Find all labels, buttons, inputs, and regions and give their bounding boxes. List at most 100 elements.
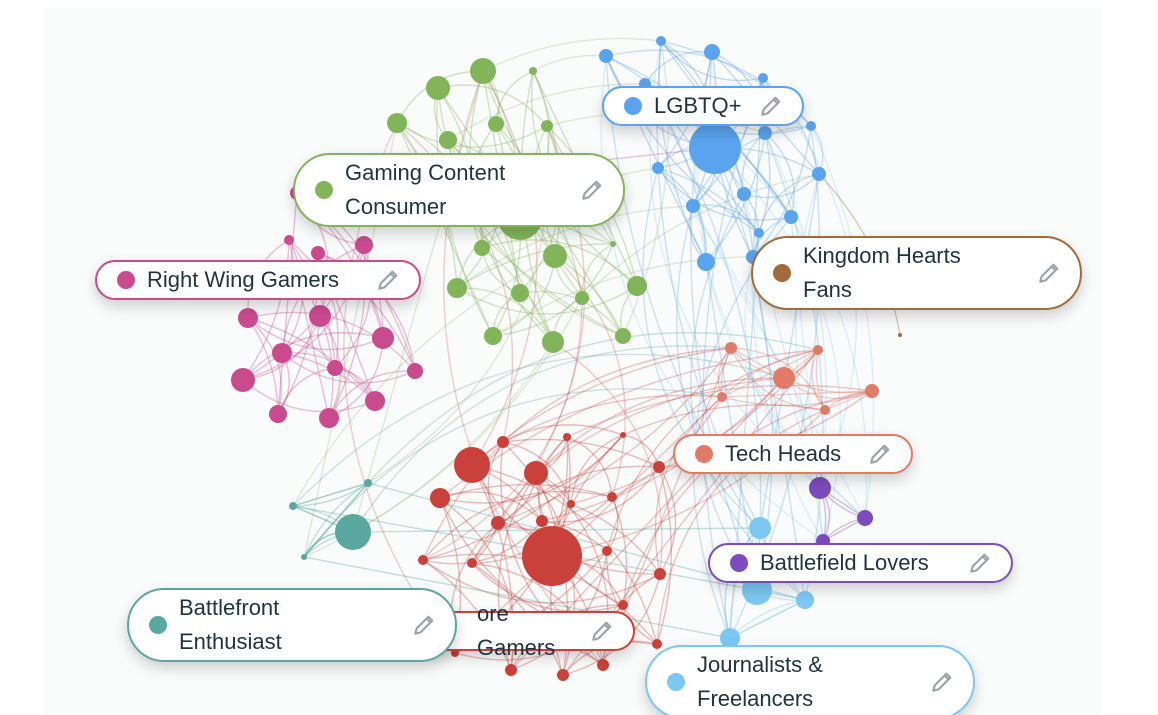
segment-pill-battlefield-lovers[interactable]: Battlefield Lovers <box>708 543 1013 583</box>
pencil-icon[interactable] <box>589 618 615 644</box>
graph-node-lgbtq[interactable] <box>784 210 798 224</box>
graph-node-lgbtq[interactable] <box>806 121 816 131</box>
graph-node-gamers[interactable] <box>536 515 548 527</box>
graph-node-gamers[interactable] <box>654 568 666 580</box>
network-graph-canvas[interactable]: ore Gamers LGBTQ+ Gaming Content Consume… <box>45 8 1100 715</box>
graph-node-battlefront[interactable] <box>289 502 297 510</box>
graph-node-right-wing[interactable] <box>372 327 394 349</box>
graph-node-gaming-content[interactable] <box>575 291 589 305</box>
graph-node-gaming-content[interactable] <box>474 240 490 256</box>
graph-node-right-wing[interactable] <box>407 363 423 379</box>
graph-node-battlefield[interactable] <box>857 510 873 526</box>
graph-node-gaming-content[interactable] <box>541 120 553 132</box>
graph-node-lgbtq[interactable] <box>689 122 741 174</box>
graph-node-right-wing[interactable] <box>355 236 373 254</box>
graph-node-lgbtq[interactable] <box>656 36 666 46</box>
graph-node-tech-heads[interactable] <box>717 392 727 402</box>
graph-node-gamers[interactable] <box>652 639 662 649</box>
graph-node-gamers[interactable] <box>620 432 626 438</box>
graph-node-gamers[interactable] <box>505 664 517 676</box>
graph-node-lgbtq[interactable] <box>754 228 764 238</box>
graph-node-lgbtq[interactable] <box>812 167 826 181</box>
pencil-icon[interactable] <box>375 267 401 293</box>
pencil-icon[interactable] <box>758 93 784 119</box>
graph-node-tech-heads[interactable] <box>820 405 830 415</box>
graph-node-gaming-content[interactable] <box>387 113 407 133</box>
pencil-icon[interactable] <box>1036 260 1062 286</box>
graph-node-gaming-content[interactable] <box>543 244 567 268</box>
pencil-icon[interactable] <box>411 612 437 638</box>
graph-node-gamers[interactable] <box>563 433 571 441</box>
graph-node-gaming-content[interactable] <box>529 67 537 75</box>
pencil-icon[interactable] <box>967 550 993 576</box>
graph-node-gaming-content[interactable] <box>470 58 496 84</box>
graph-node-tech-heads[interactable] <box>725 342 737 354</box>
graph-node-gaming-content[interactable] <box>439 131 457 149</box>
graph-node-tech-heads[interactable] <box>865 384 879 398</box>
graph-node-journalists[interactable] <box>796 591 814 609</box>
graph-node-gamers[interactable] <box>618 600 628 610</box>
graph-node-lgbtq[interactable] <box>686 199 700 213</box>
graph-node-gamers[interactable] <box>497 436 509 448</box>
graph-node-kingdom-hearts[interactable] <box>898 333 902 337</box>
graph-node-lgbtq[interactable] <box>737 187 751 201</box>
graph-node-gamers[interactable] <box>491 516 505 530</box>
graph-node-gamers[interactable] <box>451 649 459 657</box>
pencil-icon[interactable] <box>579 177 605 203</box>
graph-node-right-wing[interactable] <box>319 408 339 428</box>
graph-node-gaming-content[interactable] <box>511 284 529 302</box>
segment-pill-tech-heads[interactable]: Tech Heads <box>673 434 913 474</box>
graph-node-journalists[interactable] <box>720 628 740 648</box>
pencil-icon[interactable] <box>867 441 893 467</box>
graph-node-gamers[interactable] <box>524 461 548 485</box>
graph-node-gamers[interactable] <box>454 447 490 483</box>
graph-node-gaming-content[interactable] <box>615 328 631 344</box>
graph-node-lgbtq[interactable] <box>758 73 768 83</box>
graph-node-gamers[interactable] <box>567 500 575 508</box>
graph-node-gaming-content[interactable] <box>484 327 502 345</box>
graph-node-tech-heads[interactable] <box>813 345 823 355</box>
graph-node-right-wing[interactable] <box>365 391 385 411</box>
graph-node-gaming-content[interactable] <box>542 331 564 353</box>
graph-node-right-wing[interactable] <box>309 305 331 327</box>
graph-node-right-wing[interactable] <box>327 360 343 376</box>
graph-node-battlefront[interactable] <box>335 514 371 550</box>
segment-pill-right-wing-gamers[interactable]: Right Wing Gamers <box>95 260 421 300</box>
graph-node-gamers[interactable] <box>467 558 477 568</box>
graph-node-gamers[interactable] <box>418 555 428 565</box>
segment-pill-gaming-content-consumer[interactable]: Gaming Content Consumer <box>293 153 625 227</box>
segment-pill-kingdom-hearts-fans[interactable]: Kingdom Hearts Fans <box>751 236 1082 310</box>
graph-node-gaming-content[interactable] <box>426 76 450 100</box>
graph-node-right-wing[interactable] <box>272 343 292 363</box>
graph-node-gaming-content[interactable] <box>627 276 647 296</box>
graph-node-right-wing[interactable] <box>269 405 287 423</box>
segment-pill-journalists-freelancers[interactable]: Journalists & Freelancers <box>645 645 975 715</box>
segment-pill-lgbtq[interactable]: LGBTQ+ <box>602 86 804 126</box>
graph-node-journalists[interactable] <box>749 517 771 539</box>
graph-node-right-wing[interactable] <box>284 235 294 245</box>
graph-node-gaming-content[interactable] <box>447 278 467 298</box>
graph-node-gamers[interactable] <box>557 669 569 681</box>
graph-node-lgbtq[interactable] <box>652 162 664 174</box>
pencil-icon[interactable] <box>929 669 955 695</box>
graph-node-right-wing[interactable] <box>231 368 255 392</box>
graph-node-gaming-content[interactable] <box>610 241 616 247</box>
graph-node-tech-heads[interactable] <box>773 367 795 389</box>
graph-node-lgbtq[interactable] <box>758 126 772 140</box>
graph-node-gamers[interactable] <box>607 492 617 502</box>
segment-pill-battlefront-enthusiast[interactable]: Battlefront Enthusiast <box>127 588 457 662</box>
graph-node-gamers[interactable] <box>430 488 450 508</box>
graph-node-right-wing[interactable] <box>311 246 325 260</box>
graph-node-gamers[interactable] <box>597 659 609 671</box>
graph-node-gaming-content[interactable] <box>488 116 504 132</box>
graph-node-lgbtq[interactable] <box>697 253 715 271</box>
graph-node-right-wing[interactable] <box>238 308 258 328</box>
graph-node-lgbtq[interactable] <box>599 49 613 63</box>
graph-node-gamers[interactable] <box>602 546 612 556</box>
graph-node-battlefront[interactable] <box>364 479 372 487</box>
graph-node-battlefield[interactable] <box>809 477 831 499</box>
graph-node-battlefront[interactable] <box>301 554 307 560</box>
graph-node-lgbtq[interactable] <box>704 44 720 60</box>
graph-node-gamers[interactable] <box>522 526 582 586</box>
graph-node-gamers[interactable] <box>653 461 665 473</box>
